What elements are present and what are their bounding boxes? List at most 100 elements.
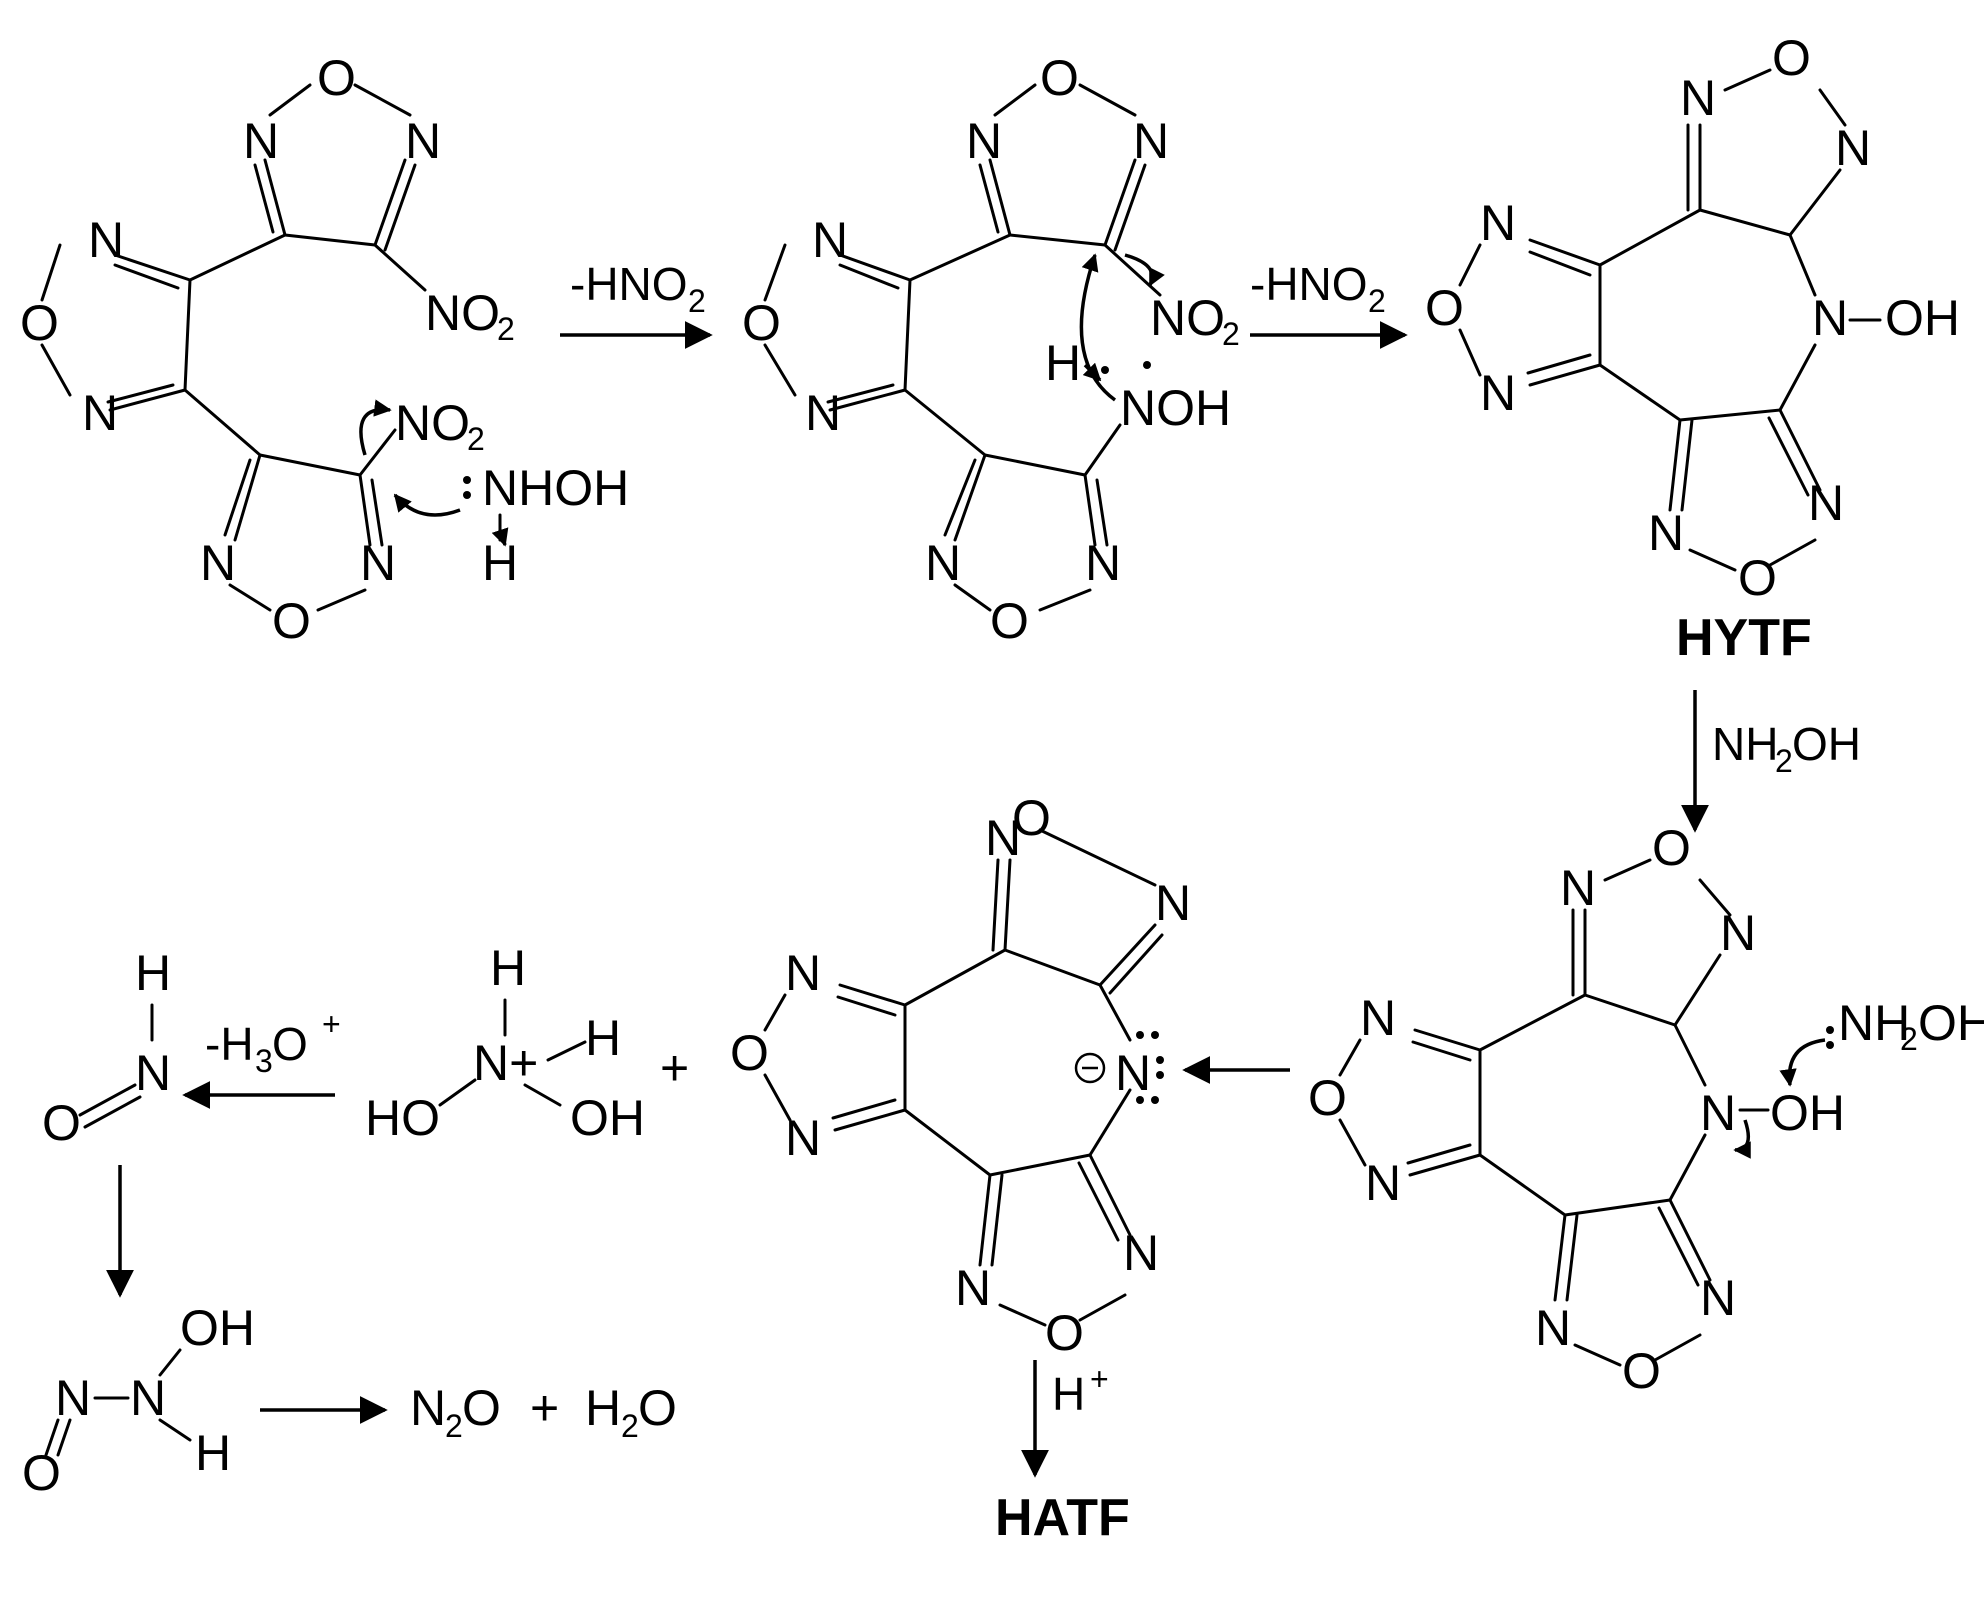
atom-h: H xyxy=(195,1425,231,1481)
condition-nh2oh: NH xyxy=(1712,718,1778,770)
atom-n-anion: N xyxy=(1115,1045,1151,1101)
atom-o: O xyxy=(317,50,356,106)
label-hatf: HATF xyxy=(995,1489,1130,1547)
atom-n: N xyxy=(985,810,1021,866)
atom-n: N xyxy=(1133,113,1169,169)
nitro-subscript: 2 xyxy=(467,421,485,457)
label-hytf: HYTF xyxy=(1676,609,1812,667)
atom-o: O xyxy=(1045,1305,1084,1361)
atom-n: N xyxy=(1123,1225,1159,1281)
hydroxylamino-group: NOH xyxy=(1120,380,1231,436)
reagent-nh2oh: NH xyxy=(1838,995,1910,1051)
atom-n: N xyxy=(812,212,848,268)
atom-h: H xyxy=(1045,335,1081,391)
product-subscript: 2 xyxy=(445,1408,463,1444)
atom-o: O xyxy=(1425,280,1464,336)
condition-minus-h3o-end: O xyxy=(272,1018,308,1070)
condition-subscript: 2 xyxy=(688,283,706,319)
nitro-subscript: 2 xyxy=(497,311,515,347)
atom-o: O xyxy=(1012,790,1051,846)
plus-sign: + xyxy=(530,1380,559,1436)
atom-n: N xyxy=(1700,1270,1736,1326)
atom-n: N xyxy=(1680,70,1716,126)
atom-o: O xyxy=(742,295,781,351)
condition-minus-hno2: -HNO xyxy=(1250,258,1368,310)
nitro-group: NO xyxy=(425,285,500,341)
reaction-arrow-1: -HNO 2 xyxy=(560,258,713,349)
atom-n: N xyxy=(135,1045,171,1101)
atom-n: N xyxy=(1808,475,1844,531)
reagent-nhoh: NHOH xyxy=(482,460,629,516)
condition-subscript: 2 xyxy=(1368,283,1386,319)
reagent-subscript: 2 xyxy=(1900,1021,1918,1057)
atom-o: O xyxy=(730,1025,769,1081)
negative-charge xyxy=(1074,1052,1106,1084)
atom-n: N xyxy=(88,212,124,268)
molecule-hytf-hydroxylamine-complex: N O N N O N N OH N O N NH 2 OH xyxy=(1308,820,1984,1399)
condition-superscript: + xyxy=(1090,1361,1109,1397)
atom-n: N xyxy=(55,1370,91,1426)
condition-subscript: 3 xyxy=(255,1043,273,1079)
condition-subscript: 2 xyxy=(1775,743,1793,779)
condition-minus-h3o: -H xyxy=(205,1018,254,1070)
curved-arrow xyxy=(1082,362,1102,382)
atom-n: N xyxy=(925,535,961,591)
atom-n: N xyxy=(1835,120,1871,176)
atom-o: O xyxy=(1622,1343,1661,1399)
atom-o: O xyxy=(272,593,311,649)
atom-n-plus: N+ xyxy=(473,1035,538,1091)
product-n2o: N xyxy=(410,1380,446,1436)
atom-n: N xyxy=(1480,195,1516,251)
atom-n: N xyxy=(1085,535,1121,591)
molecule-dinitro-tris-furazan: N O N N O N NO 2 NO 2 N O N xyxy=(20,50,515,649)
atom-o: O xyxy=(20,295,59,351)
molecule-anion-intermediate: N O N N O N N N O N xyxy=(730,790,1191,1361)
curved-arrow xyxy=(1779,1038,1826,1087)
atom-o: O xyxy=(1772,30,1811,86)
atom-n: N xyxy=(82,385,118,441)
nitro-group: NO xyxy=(1150,290,1225,346)
atom-n: N xyxy=(785,1110,821,1166)
atom-o: O xyxy=(1738,550,1777,606)
atom-n: N xyxy=(1812,290,1848,346)
atom-o: O xyxy=(22,1445,61,1501)
reaction-arrow-6: -H 3 O + xyxy=(182,1006,341,1109)
atom-o: O xyxy=(42,1095,81,1151)
atom-n: N xyxy=(1720,905,1756,961)
curved-arrow xyxy=(491,527,509,547)
molecule-dihydroxy-ammonium: H N+ H HO OH xyxy=(365,940,645,1146)
hydroxy-group: OH xyxy=(180,1300,255,1356)
atom-n: N xyxy=(130,1370,166,1426)
reagent-nh2oh-end: OH xyxy=(1918,995,1984,1051)
hydroxy-group: OH xyxy=(1770,1085,1845,1141)
atom-o: O xyxy=(990,593,1029,649)
atom-h: H xyxy=(585,1010,621,1066)
atom-n: N xyxy=(405,113,441,169)
products-n2o-h2o: N 2 O + H 2 O xyxy=(410,1380,677,1444)
molecule-intermediate-nitro-amino: N O N N O N NO 2 NOH H N O N xyxy=(742,50,1240,649)
hydroxy-group: OH xyxy=(1885,290,1960,346)
atom-n: N xyxy=(1155,875,1191,931)
reaction-arrow-3: NH 2 OH xyxy=(1681,690,1861,833)
plus-sign: + xyxy=(660,1040,689,1096)
atom-h: H xyxy=(490,940,526,996)
curved-arrow xyxy=(359,399,392,456)
molecule-nitroxyl: H N O xyxy=(42,945,171,1151)
atom-o: O xyxy=(1308,1070,1347,1126)
atom-o: O xyxy=(1652,820,1691,876)
hydroxy-group: OH xyxy=(570,1090,645,1146)
condition-nh2oh-end: OH xyxy=(1792,718,1861,770)
reaction-arrow-final: H + HATF xyxy=(995,1360,1130,1547)
curved-arrow xyxy=(1733,1119,1751,1159)
atom-n: N xyxy=(805,385,841,441)
atom-n: N xyxy=(1648,505,1684,561)
atom-n: N xyxy=(966,113,1002,169)
reagent-hydroxylamine-1: NHOH H xyxy=(393,460,629,591)
atom-n: N xyxy=(1535,1300,1571,1356)
atom-n: N xyxy=(243,113,279,169)
nitro-subscript: 2 xyxy=(1222,316,1240,352)
nitro-group: NO xyxy=(395,395,470,451)
atom-n: N xyxy=(1700,1085,1736,1141)
atom-n: N xyxy=(1360,990,1396,1046)
